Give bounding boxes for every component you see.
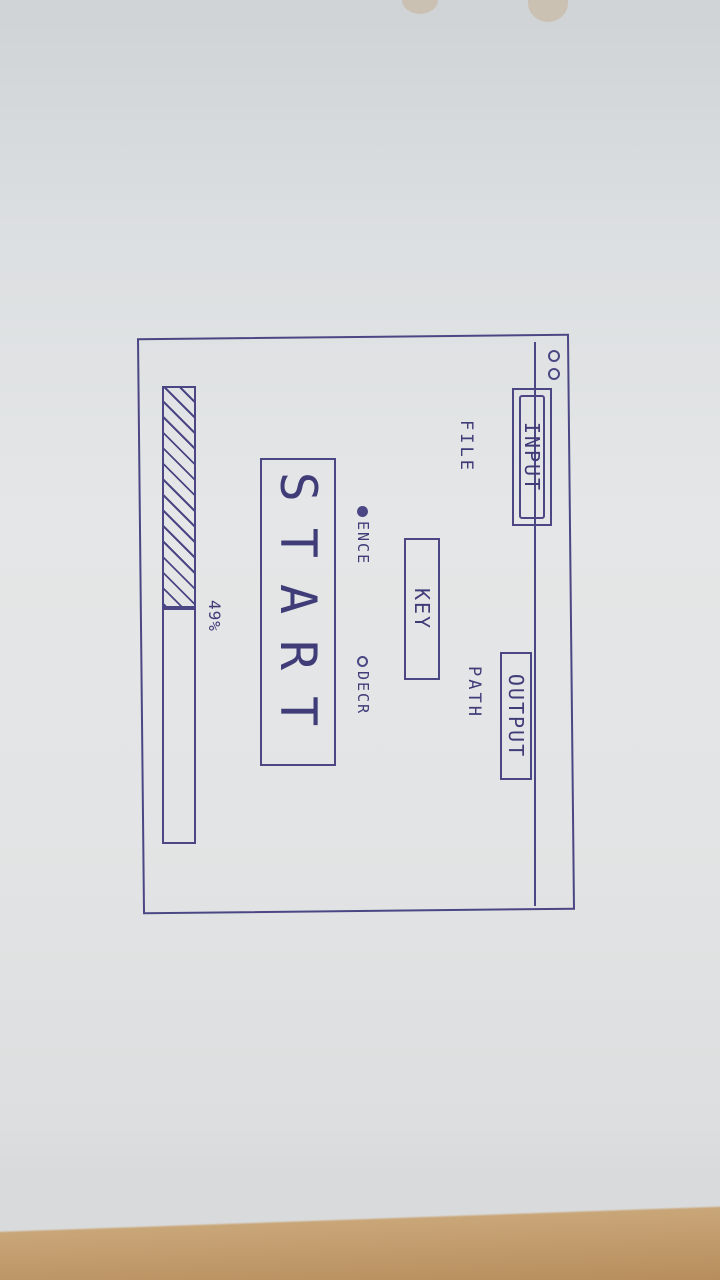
output-path-button-label: OUTPUT [504,673,528,759]
key-input-label: KEY [410,587,434,631]
maximize-icon[interactable] [548,368,560,380]
radio-encrypt-label: ENCE [354,521,372,566]
progress-bar [162,386,196,844]
paper-mark [402,0,438,14]
key-input[interactable]: KEY [404,538,440,680]
radio-decrypt[interactable]: DECR [354,656,372,715]
radio-encrypt[interactable]: ENCE [354,506,372,565]
table-surface [0,1185,720,1280]
mode-radio-group: ENCE DECR [348,506,372,766]
app-window-sketch: INPUT FILE OUTPUT PATH KEY ENCE DECR STA… [136,333,576,915]
input-file-label: FILE [456,420,476,473]
paper-mark [528,0,568,22]
window-content: INPUT FILE OUTPUT PATH KEY ENCE DECR STA… [140,336,572,912]
start-button[interactable]: START [260,458,336,766]
output-path-label: PATH [464,666,484,719]
output-path-button[interactable]: OUTPUT [500,652,532,780]
radio-unselected-icon [357,656,369,667]
input-file-button-border [519,395,545,519]
start-button-label: START [269,471,327,753]
progress-percent: 49% [205,600,224,632]
progress-fill [164,388,194,611]
input-file-button[interactable]: INPUT [512,388,552,526]
window-controls [548,350,560,380]
radio-selected-icon [357,506,369,517]
radio-decrypt-label: DECR [354,671,372,716]
close-icon[interactable] [548,350,560,362]
